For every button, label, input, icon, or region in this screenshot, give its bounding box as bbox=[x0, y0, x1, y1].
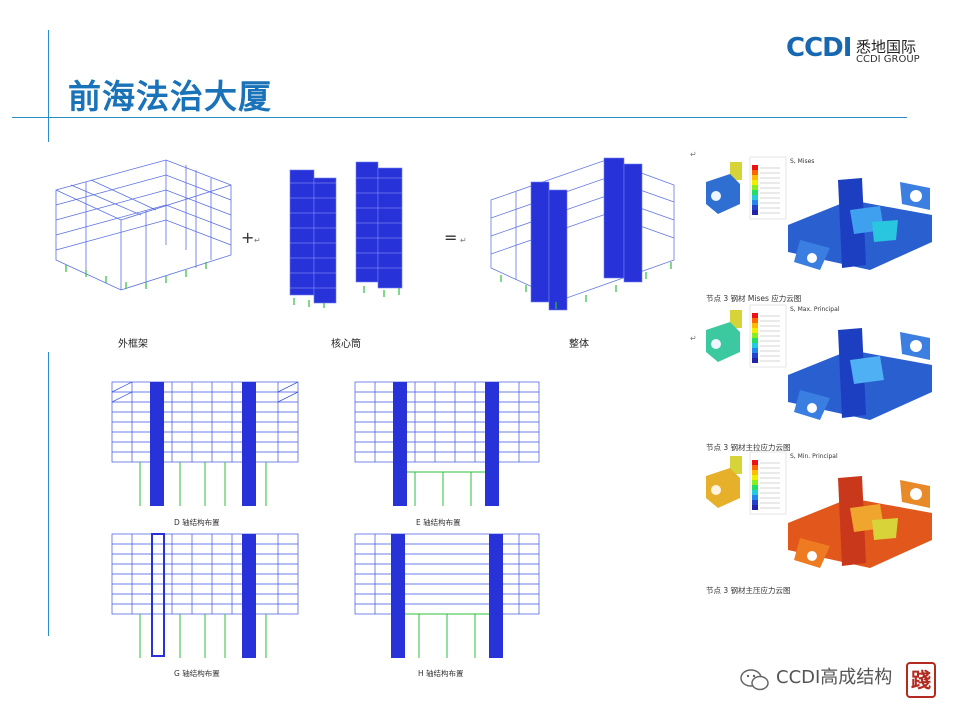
core-tube-3d-model bbox=[289, 161, 403, 308]
fea-min-principal-small-node-icon bbox=[706, 456, 742, 508]
elevation-h-axis bbox=[354, 533, 540, 658]
caption-core-tube: 核心筒 bbox=[331, 339, 361, 350]
legend-title-min-principal: S, Min. Principal bbox=[790, 453, 838, 460]
caption-fea-min-principal: 节点 3 钢材主压应力云图 bbox=[706, 586, 791, 595]
left-guide-line-bottom bbox=[48, 352, 49, 636]
logo-name-cn: 悉地国际 bbox=[856, 38, 917, 56]
fea-max-principal-joint-contour bbox=[788, 328, 932, 420]
outer-frame-3d-model bbox=[55, 159, 232, 291]
return-mark: ↵ bbox=[690, 150, 697, 159]
caption-whole: 整体 bbox=[569, 339, 589, 350]
fea-max-principal-legend bbox=[749, 304, 787, 368]
return-mark: ↵ bbox=[690, 334, 697, 343]
plus-operator: + bbox=[241, 228, 255, 247]
fea-mises-joint-contour bbox=[788, 178, 932, 270]
whole-structure-3d-model bbox=[490, 157, 675, 311]
elevation-d-axis bbox=[111, 381, 299, 506]
caption-fea-max-principal: 节点 3 钢材主拉应力云图 bbox=[706, 443, 791, 452]
title-underline bbox=[12, 117, 907, 118]
caption-fea-mises: 节点 3 钢材 Mises 应力云图 bbox=[706, 294, 802, 303]
equals-operator: = bbox=[444, 228, 458, 247]
caption-elevation-d: D 轴结构布置 bbox=[174, 518, 220, 527]
red-seal-stamp: 踐 bbox=[906, 662, 936, 698]
caption-outer-frame: 外框架 bbox=[118, 339, 148, 350]
return-mark: ↵ bbox=[254, 236, 261, 245]
wechat-icon bbox=[740, 669, 769, 691]
ccdi-logo-icon: CCDI bbox=[786, 33, 852, 63]
caption-elevation-e: E 轴结构布置 bbox=[416, 518, 461, 527]
page-title: 前海法治大厦 bbox=[68, 77, 272, 116]
fea-max-principal-small-node-icon bbox=[706, 310, 742, 362]
legend-title-mises: S, Mises bbox=[790, 158, 815, 165]
legend-title-max-principal: S, Max. Principal bbox=[790, 306, 840, 313]
fea-min-principal-legend bbox=[749, 451, 787, 515]
watermark-text: CCDI高成结构 bbox=[776, 667, 893, 688]
elevation-e-axis bbox=[354, 381, 540, 506]
elevation-g-axis bbox=[111, 533, 299, 658]
left-guide-line-top bbox=[48, 30, 49, 142]
caption-elevation-h: H 轴结构布置 bbox=[418, 669, 464, 678]
caption-elevation-g: G 轴结构布置 bbox=[174, 669, 220, 678]
fea-mises-legend bbox=[749, 156, 787, 220]
fea-min-principal-joint-contour bbox=[788, 476, 932, 568]
fea-mises-small-node-icon bbox=[706, 162, 742, 214]
logo-name-en: CCDI GROUP bbox=[856, 54, 920, 65]
return-mark: ↵ bbox=[460, 236, 467, 245]
